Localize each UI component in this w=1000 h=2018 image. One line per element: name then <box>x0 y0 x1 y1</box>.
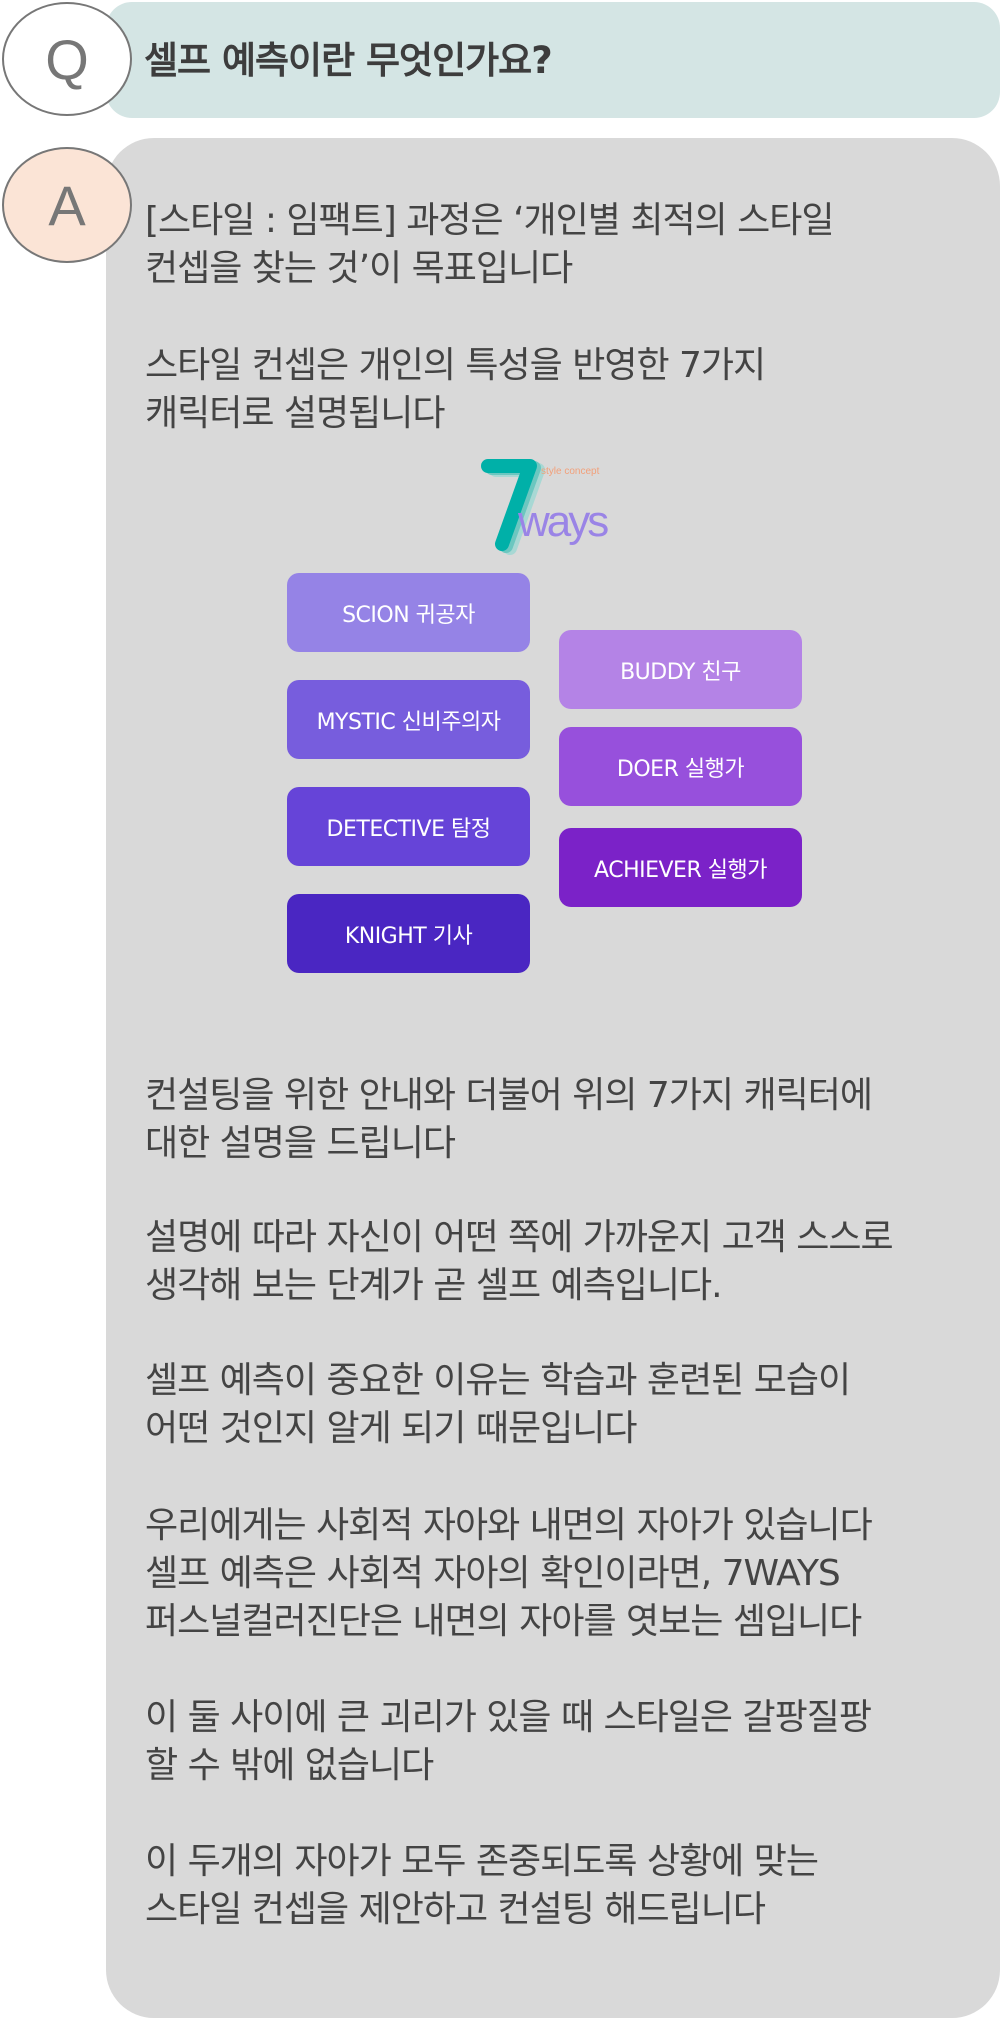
character-buddy[interactable]: BUDDY 친구 <box>559 630 802 709</box>
answer-bubble <box>106 138 1000 2018</box>
text-line: 퍼스널컬러진단은 내면의 자아를 엿보는 셈입니다 <box>145 1601 862 1642</box>
text-line: 설명에 따라 자신이 어떤 쪽에 가까운지 고객 스스로 <box>145 1217 894 1258</box>
character-scion[interactable]: SCION 귀공자 <box>287 573 530 652</box>
text-line: 우리에게는 사회적 자아와 내면의 자아가 있습니다 <box>145 1505 873 1546</box>
character-label: KNIGHT 기사 <box>344 923 473 949</box>
character-label: DETECTIVE 탐정 <box>326 816 491 842</box>
character-label: ACHIEVER 실행가 <box>594 857 767 883</box>
character-achiever[interactable]: ACHIEVER 실행가 <box>559 828 802 907</box>
character-label: BUDDY 친구 <box>620 659 741 685</box>
question-bubble <box>106 2 1000 118</box>
question-text: 셀프 예측이란 무엇인가요? <box>144 39 553 82</box>
answer-badge: A <box>2 147 132 263</box>
7ways-logo: ways style concept <box>480 454 611 560</box>
text-line: 이 두개의 자아가 모두 존중되도록 상황에 맞는 <box>145 1841 819 1882</box>
question-badge: Q <box>2 2 132 116</box>
text-line: 컨셉을 찾는 것’이 목표입니다 <box>145 248 573 289</box>
answer-paragraph: 셀프 예측이 중요한 이유는 학습과 훈련된 모습이 어떤 것인지 알게 되기 … <box>145 1357 851 1453</box>
character-mystic[interactable]: MYSTIC 신비주의자 <box>287 680 530 759</box>
answer-badge-label: A <box>48 173 86 237</box>
character-label: DOER 실행가 <box>616 756 745 782</box>
text-line: [스타일 : 임팩트] 과정은 ‘개인별 최적의 스타일 <box>145 200 834 241</box>
answer-paragraph: 우리에게는 사회적 자아와 내면의 자아가 있습니다 셀프 예측은 사회적 자아… <box>145 1502 873 1646</box>
logo-tagline: style concept <box>541 466 600 477</box>
character-doer[interactable]: DOER 실행가 <box>559 727 802 806</box>
text-line: 이 둘 사이에 큰 괴리가 있을 때 스타일은 갈팡질팡 <box>145 1697 872 1738</box>
character-knight[interactable]: KNIGHT 기사 <box>287 894 530 973</box>
text-line: 대한 설명을 드립니다 <box>145 1123 456 1164</box>
text-line: 셀프 예측은 사회적 자아의 확인이라면, 7WAYS <box>145 1553 841 1594</box>
answer-paragraph: 스타일 컨셉은 개인의 특성을 반영한 7가지 캐릭터로 설명됩니다 <box>145 342 766 438</box>
answer-paragraph: 설명에 따라 자신이 어떤 쪽에 가까운지 고객 스스로 생각해 보는 단계가 … <box>145 1214 894 1310</box>
text-line: 생각해 보는 단계가 곧 셀프 예측입니다. <box>145 1265 723 1306</box>
character-detective[interactable]: DETECTIVE 탐정 <box>287 787 530 866</box>
text-line: 스타일 컨셉은 개인의 특성을 반영한 7가지 <box>145 345 766 386</box>
text-line: 셀프 예측이 중요한 이유는 학습과 훈련된 모습이 <box>145 1360 851 1401</box>
character-label: SCION 귀공자 <box>342 602 475 628</box>
answer-paragraph: 컨설팅을 위한 안내와 더불어 위의 7가지 캐릭터에 대한 설명을 드립니다 <box>145 1072 873 1168</box>
logo-word: ways <box>517 497 608 546</box>
text-line: 어떤 것인지 알게 되기 때문입니다 <box>145 1408 637 1449</box>
question-badge-label: Q <box>45 27 89 91</box>
text-line: 할 수 밖에 없습니다 <box>145 1745 434 1786</box>
character-label: MYSTIC 신비주의자 <box>316 709 501 735</box>
answer-paragraph: 이 둘 사이에 큰 괴리가 있을 때 스타일은 갈팡질팡 할 수 밖에 없습니다 <box>145 1694 872 1790</box>
text-line: 스타일 컨셉을 제안하고 컨설팅 해드립니다 <box>145 1889 766 1930</box>
answer-paragraph: 이 두개의 자아가 모두 존중되도록 상황에 맞는 스타일 컨셉을 제안하고 컨… <box>145 1838 819 1934</box>
answer-paragraph: [스타일 : 임팩트] 과정은 ‘개인별 최적의 스타일 컨셉을 찾는 것’이 … <box>145 197 834 293</box>
text-line: 컨설팅을 위한 안내와 더불어 위의 7가지 캐릭터에 <box>145 1075 873 1116</box>
text-line: 캐릭터로 설명됩니다 <box>145 393 446 434</box>
